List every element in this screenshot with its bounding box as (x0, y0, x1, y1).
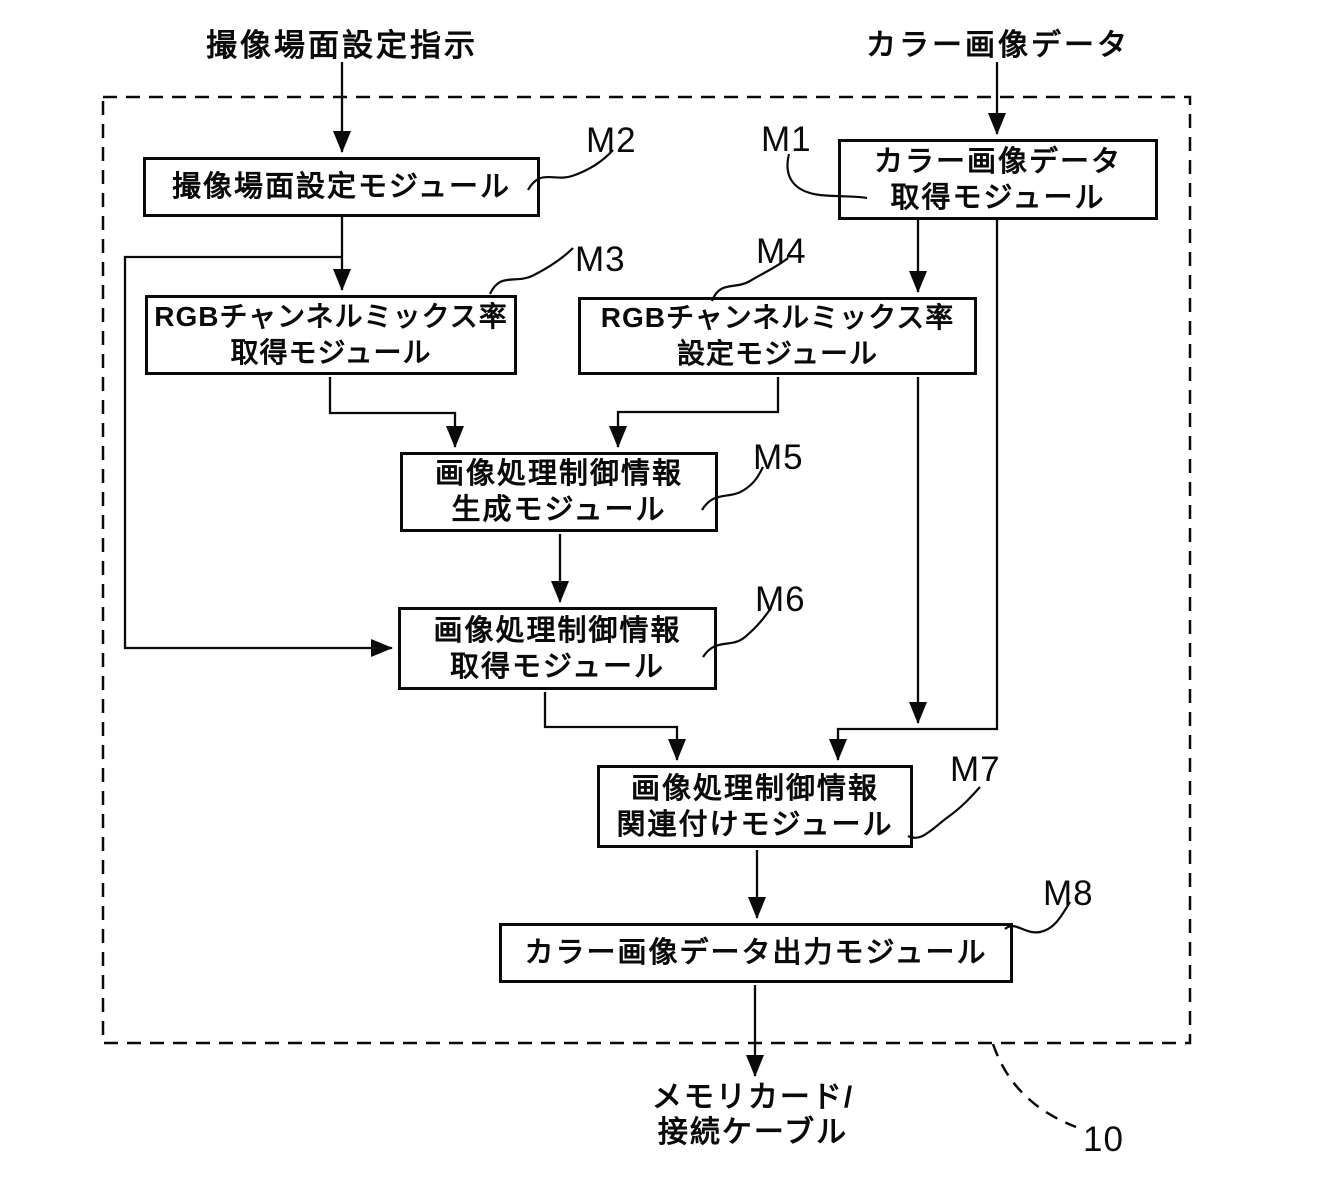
module-m7-line1: 画像処理制御情報 (630, 772, 879, 805)
module-m8-text: カラー画像データ出力モジュール (524, 937, 988, 969)
module-m7-line2: 関連付けモジュール (616, 808, 894, 841)
module-m6-line2: 取得モジュール (450, 650, 665, 683)
module-m6-line1: 画像処理制御情報 (433, 614, 682, 647)
output-label-line2: 接続ケーブル (657, 1116, 849, 1149)
module-box-m8: カラー画像データ出力モジュール (499, 923, 1013, 983)
module-m3-line2: 取得モジュール (230, 337, 432, 368)
module-m5-line1: 画像処理制御情報 (434, 458, 683, 490)
ref-label-m8: M8 (1043, 874, 1094, 913)
ref-label-m5: M5 (753, 438, 804, 477)
ref-label-m4: M4 (756, 232, 807, 271)
module-box-m4: RGBチャンネルミックス率 設定モジュール (578, 297, 977, 375)
arrow-m4-to-m5 (609, 377, 780, 448)
leader-m3 (488, 247, 574, 295)
ref-label-device-10: 10 (1083, 1120, 1124, 1159)
module-m2-text: 撮像場面設定モジュール (172, 171, 511, 203)
module-m4-line2: 設定モジュール (676, 338, 879, 369)
output-label-line1: メモリカード/ (651, 1081, 855, 1114)
module-box-m2: 撮像場面設定モジュール (143, 157, 540, 217)
output-label: メモリカード/ 接続ケーブル (638, 1080, 868, 1150)
input-label-color-image-data: カラー画像データ (866, 29, 1130, 62)
module-m1-line1: カラー画像データ (873, 145, 1122, 178)
module-box-m6: 画像処理制御情報 取得モジュール (398, 607, 717, 690)
module-box-m1: カラー画像データ 取得モジュール (838, 139, 1158, 220)
module-m3-line1: RGBチャンネルミックス率 (154, 301, 508, 332)
ref-label-m3: M3 (575, 240, 626, 279)
module-m5-line2: 生成モジュール (451, 494, 667, 526)
module-box-m7: 画像処理制御情報 関連付けモジュール (597, 765, 913, 848)
module-box-m3: RGBチャンネルミックス率 取得モジュール (145, 295, 517, 375)
device-ref-curve (991, 1043, 1077, 1129)
arrow-m3-to-m5 (328, 377, 464, 448)
ref-label-m2: M2 (586, 121, 637, 160)
ref-label-m7: M7 (950, 750, 1001, 789)
arrow-m6-to-m7 (543, 692, 686, 761)
leader-m7 (907, 786, 981, 839)
module-m4-line1: RGBチャンネルミックス率 (600, 302, 955, 333)
input-label-scene-setting-instruction: 撮像場面設定指示 (206, 28, 478, 63)
module-box-m5: 画像処理制御情報 生成モジュール (400, 452, 718, 532)
device-dashed-border (101, 95, 1192, 1045)
module-m1-line2: 取得モジュール (890, 181, 1106, 214)
ref-label-m6: M6 (755, 580, 806, 619)
ref-label-m1: M1 (761, 120, 812, 159)
